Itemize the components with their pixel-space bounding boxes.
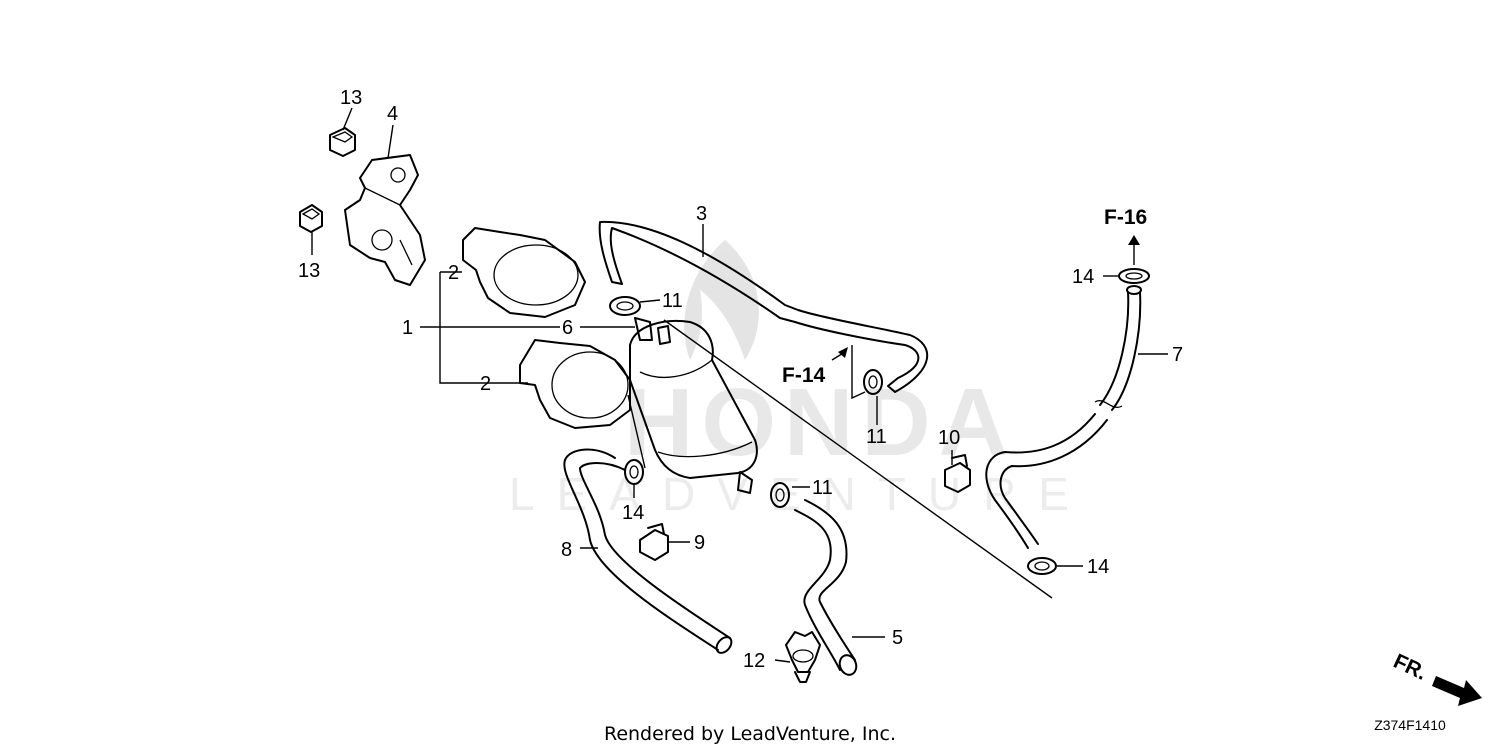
callout-7: 7 [1172, 344, 1183, 366]
callout-1: 1 [402, 317, 413, 339]
ref-f16: F-16 [1104, 206, 1147, 229]
hose-7 [985, 285, 1142, 549]
callout-14-left: 14 [622, 502, 644, 524]
callout-6: 6 [562, 317, 573, 339]
clamp-11-mid [863, 369, 883, 395]
clamp-11-lower [770, 482, 790, 508]
callout-11-upper: 11 [662, 290, 683, 312]
ref-f14: F-14 [782, 364, 826, 387]
callout-4: 4 [387, 103, 398, 125]
leader-lines [311, 107, 1168, 663]
callout-11-mid: 11 [866, 426, 887, 448]
callout-5: 5 [892, 627, 903, 649]
callout-11-lower: 11 [812, 477, 833, 499]
callout-13-lower: 13 [298, 260, 320, 282]
clip-9 [639, 523, 669, 561]
callout-3: 3 [696, 203, 707, 225]
band-2-upper [462, 227, 586, 318]
callout-14-upper: 14 [1072, 266, 1094, 288]
watermark-logo: HONDA LEADVENTURE [509, 240, 1069, 520]
hose-3 [598, 220, 929, 393]
svg-text:HONDA: HONDA [624, 369, 1016, 476]
bracket-4 [344, 154, 426, 286]
diagram-code: Z374F1410 [1374, 717, 1446, 733]
callout-13-upper: 13 [340, 87, 362, 109]
callout-9: 9 [694, 532, 705, 554]
direction-label: FR. [1390, 650, 1430, 685]
bolt-13-lower [299, 204, 323, 233]
canister-1 [629, 317, 758, 494]
hose-8 [563, 448, 733, 654]
callout-12: 12 [743, 650, 765, 672]
clamp-14-lower [1027, 557, 1057, 575]
clamp-11-upper [609, 296, 641, 316]
clamp-12 [785, 631, 821, 683]
bolt-13-upper [329, 127, 356, 157]
footer-credit: Rendered by LeadVenture, Inc. [604, 723, 896, 745]
hose-5 [794, 499, 858, 676]
callout-2-lower: 2 [480, 373, 491, 395]
clamp-14-left [624, 459, 644, 485]
front-direction-arrow: FR. [1390, 650, 1482, 706]
callout-8: 8 [561, 539, 572, 561]
callout-10: 10 [938, 427, 960, 449]
clamp-14-upper [1118, 268, 1150, 284]
band-2-lower [519, 339, 631, 429]
clip-10 [944, 454, 971, 493]
callout-labels: 13 4 13 3 2 1 6 11 2 11 10 11 14 9 8 12 … [298, 87, 1183, 672]
callout-14-lower: 14 [1087, 556, 1109, 578]
callout-2-upper: 2 [448, 262, 459, 284]
